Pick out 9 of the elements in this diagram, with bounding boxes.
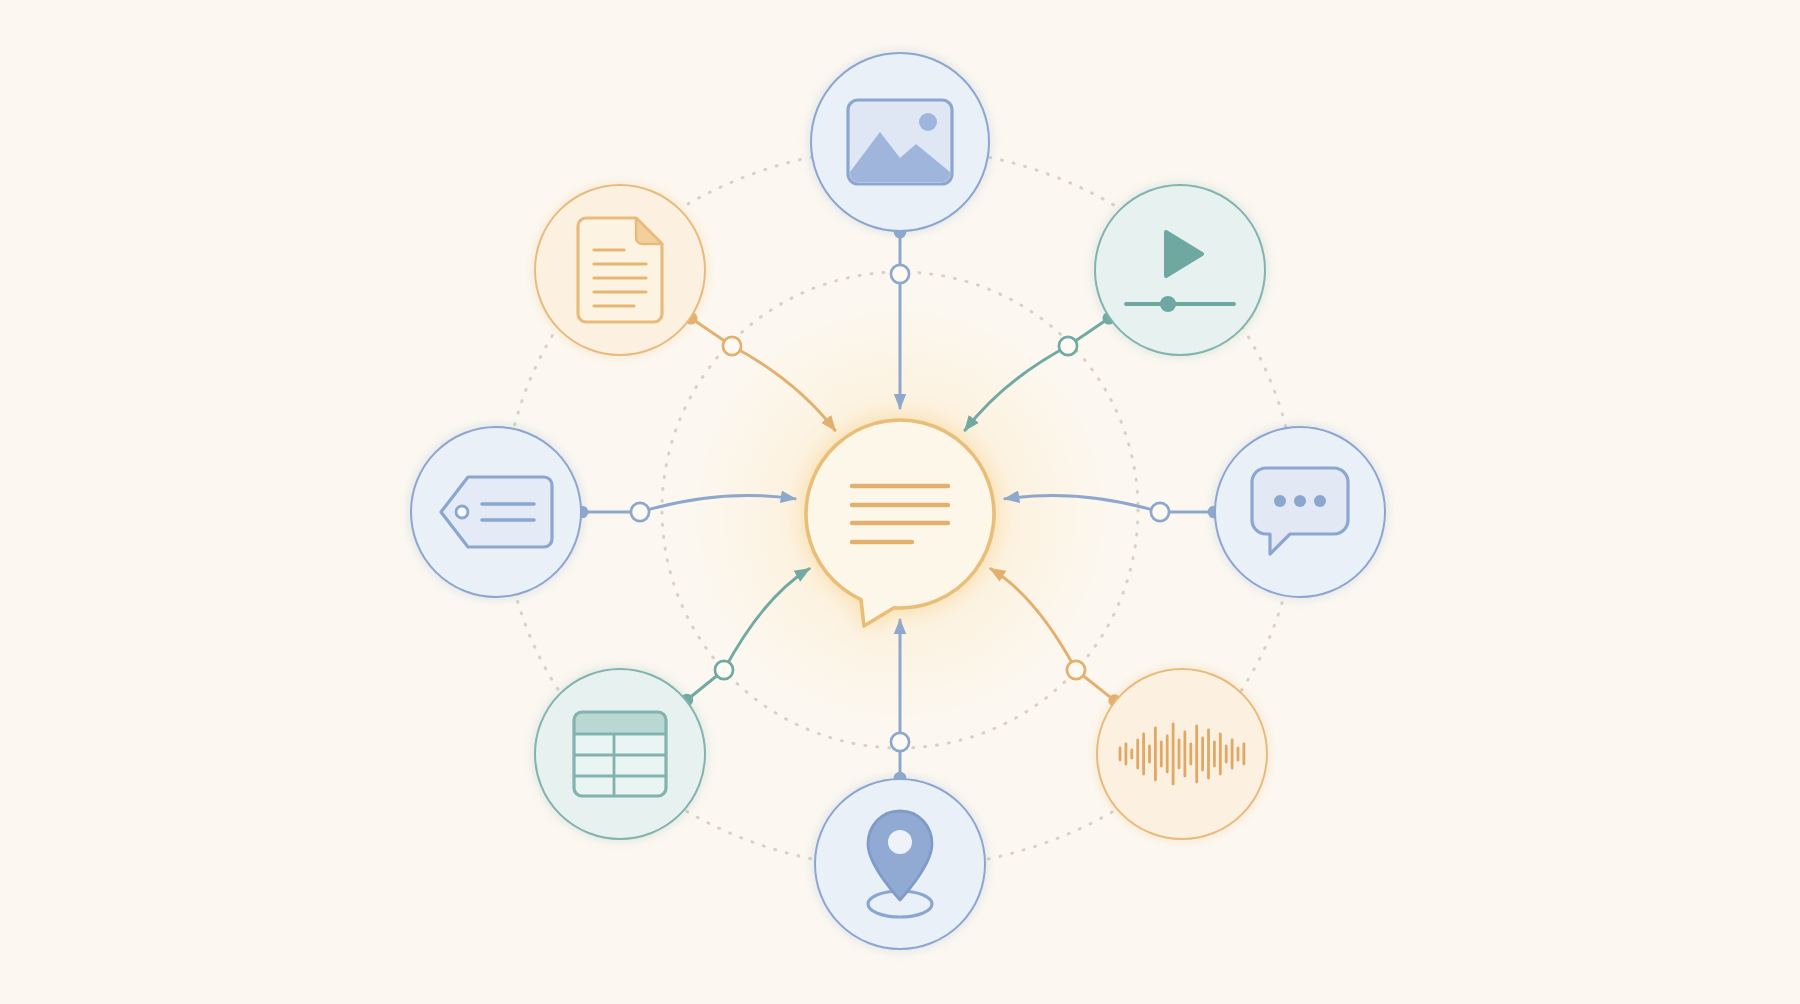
connector-arrow bbox=[1003, 490, 1216, 523]
connector-arrow bbox=[683, 567, 811, 704]
connector-arrow bbox=[889, 618, 911, 780]
connector-arrow bbox=[689, 314, 837, 432]
connector-arrow bbox=[989, 567, 1118, 705]
connector-arrow bbox=[580, 490, 797, 523]
speech-bubble bbox=[806, 420, 994, 628]
connector-arrow bbox=[963, 314, 1111, 432]
connector-arrow bbox=[889, 230, 911, 410]
